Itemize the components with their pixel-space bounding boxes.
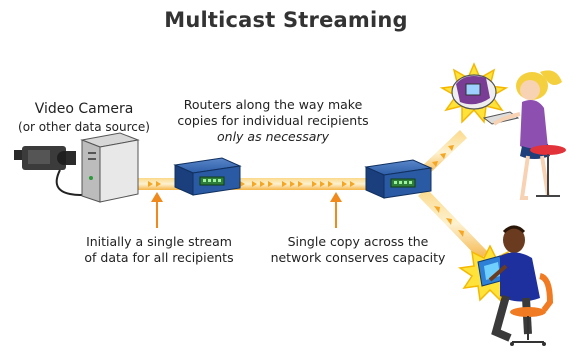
callout-single-copy: Single copy across the network conserves… — [268, 234, 448, 266]
router-icon-second — [364, 159, 433, 199]
source-sublabel: (or other data source) — [18, 120, 150, 134]
video-camera-icon — [14, 146, 109, 196]
routers-note-emphasis: only as necessary — [217, 129, 329, 144]
router-icon-first — [173, 157, 242, 196]
routers-note-text: Routers along the way make copies for in… — [177, 97, 369, 128]
callout-arrow-single — [330, 192, 342, 228]
data-stream-branch-upper — [420, 130, 467, 176]
routers-note: Routers along the way make copies for in… — [168, 97, 378, 145]
woman-at-computer-icon — [451, 70, 566, 200]
page-title: Multicast Streaming — [164, 8, 408, 32]
callout-initial-line1: Initially a single stream — [86, 234, 232, 249]
source-label: Video Camera — [34, 101, 134, 117]
callout-initial-line2: of data for all recipients — [84, 250, 234, 265]
callout-arrow-initial — [151, 192, 163, 228]
callout-initial-stream: Initially a single stream of data for al… — [74, 234, 244, 266]
computer-tower-icon — [80, 132, 140, 203]
man-with-laptop-icon — [477, 225, 554, 346]
data-stream-branch-lower — [418, 188, 488, 260]
callout-single-line1: Single copy across the — [287, 234, 429, 249]
callout-single-line2: network conserves capacity — [270, 250, 446, 265]
